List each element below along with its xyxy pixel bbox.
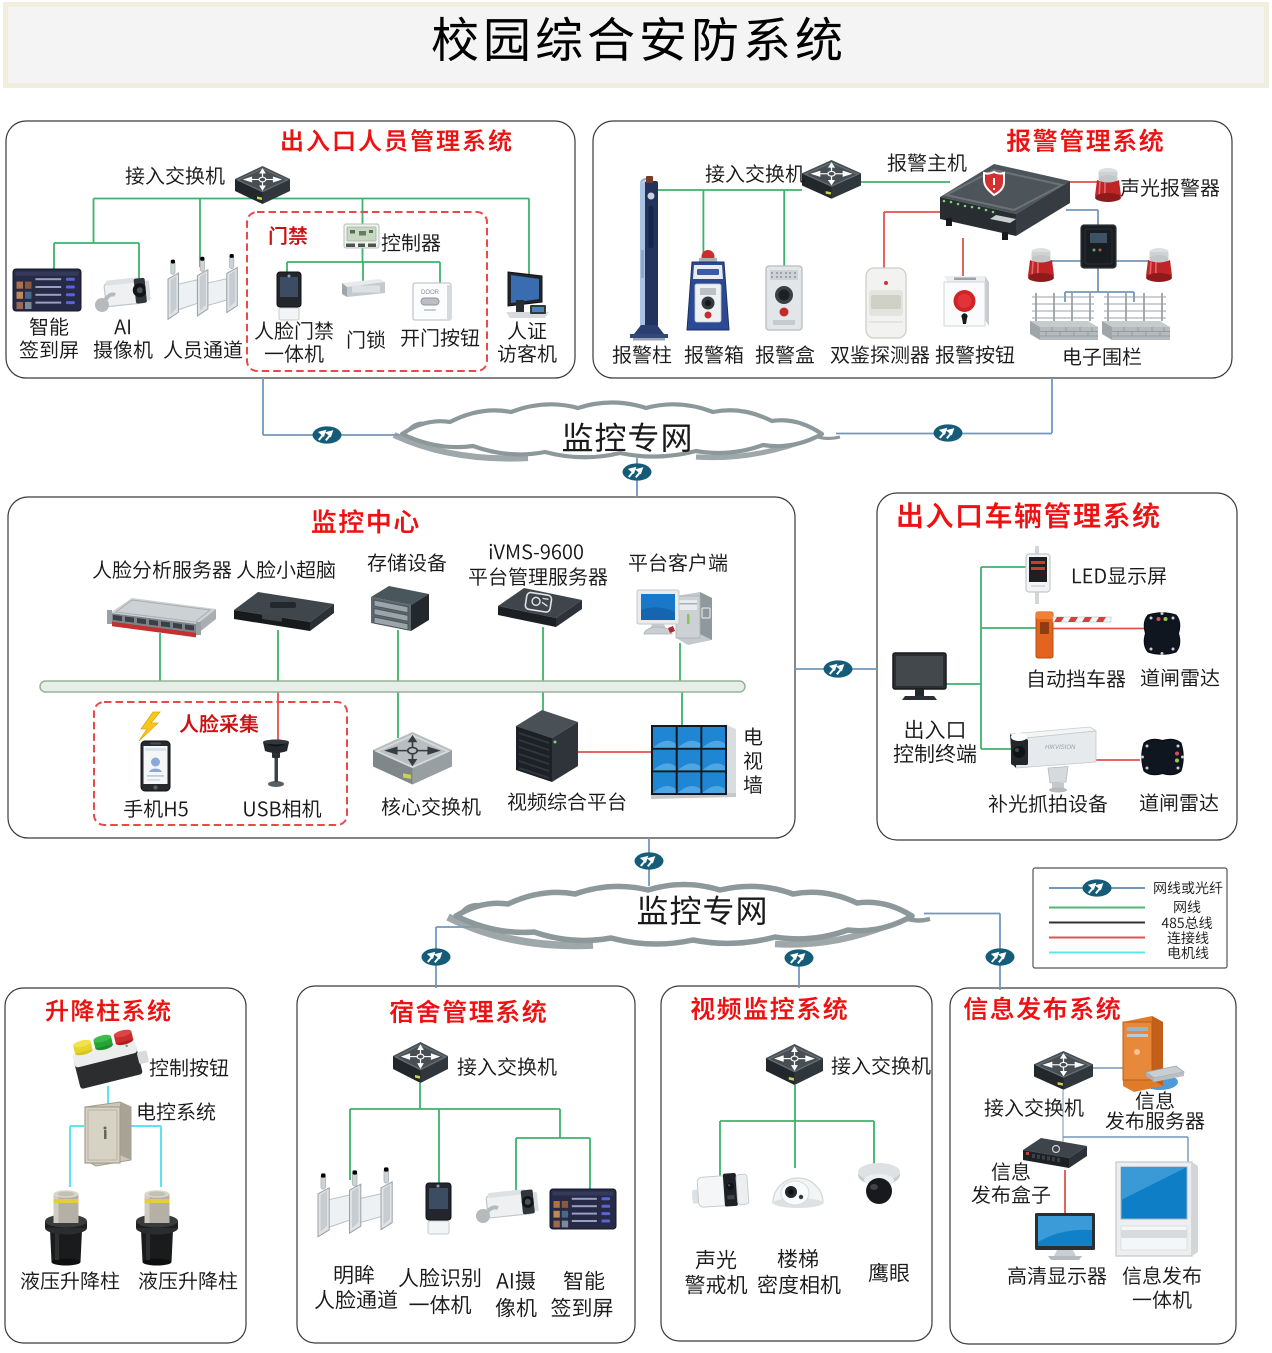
svg-text:HIKVISION: HIKVISION (1045, 745, 1076, 751)
svg-text:DOOR: DOOR (421, 290, 440, 296)
